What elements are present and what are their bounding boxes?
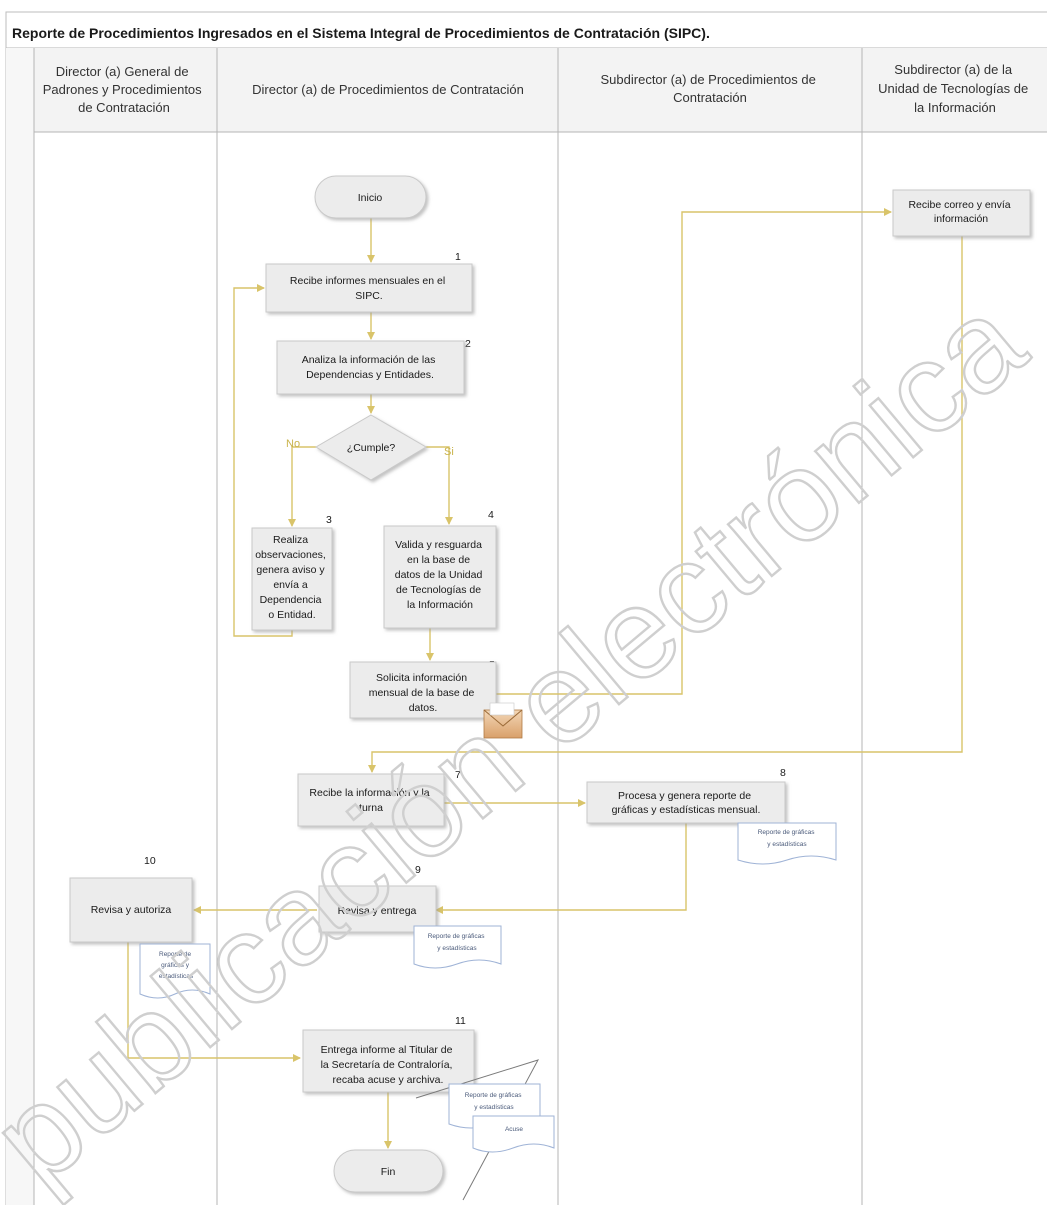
start-terminal-label: Inicio — [358, 192, 383, 204]
lane-header-dg-padrones: Director (a) General de Padrones y Proce… — [43, 64, 206, 115]
step-5-text: Solicita información mensual de la base … — [369, 672, 478, 714]
step-8-text: Procesa y genera reporte de gráficas y e… — [612, 790, 761, 816]
flow-connectors — [127, 208, 963, 1149]
decision-yes-label: Si — [444, 446, 454, 458]
step-2-box — [276, 340, 465, 395]
svg-text:Acuse: Acuse — [505, 1126, 523, 1133]
flow-6-to-7 — [368, 236, 963, 773]
lane-header-director-procedimientos: Director (a) de Procedimientos de Contra… — [252, 82, 524, 97]
svg-text:Reporte de gráficas y es: Reporte de gráficas y estadísticas — [758, 829, 817, 848]
document-acuse: Acuse — [472, 1115, 555, 1153]
step-10-number: 10 — [144, 855, 156, 867]
step-3-box — [251, 527, 333, 631]
step-1-box — [265, 263, 473, 313]
step-7-text: Recibe la información y la turna — [309, 787, 432, 814]
step-3-text: Realiza observaciones, genera aviso y en… — [255, 534, 329, 621]
lane-header-subdirector-procedimientos: Subdirector (a) de Procedimientos de Con… — [601, 72, 820, 105]
step-7-number: 7 — [455, 769, 461, 781]
end-terminal — [333, 1149, 444, 1193]
step-5-box — [349, 661, 497, 719]
end-terminal-label: Fin — [381, 1166, 396, 1178]
step-9-text: Revisa y entrega — [338, 905, 417, 917]
svg-text:Reporte de gráficas y es: Reporte de gráficas y estadísticas — [465, 1092, 524, 1111]
flow-decision-si — [426, 446, 453, 525]
step-2-text: Analiza la información de las Dependenci… — [302, 354, 439, 381]
step-10-box — [69, 877, 193, 943]
step-10-text: Revisa y autoriza — [91, 904, 172, 916]
flow-8-to-9 — [435, 823, 687, 914]
step-1-number: 1 — [455, 251, 461, 263]
step-1-text: Recibe informes mensuales en el SIPC. — [290, 275, 448, 302]
step-7-box — [297, 773, 445, 827]
step-3-number: 3 — [326, 514, 332, 526]
decision-diamond — [315, 414, 427, 481]
flow-5-to-6 — [496, 208, 892, 695]
document-report-step-10: Reporte de gráficas y estadísticas — [139, 943, 211, 999]
step-2-number: 2 — [465, 338, 471, 350]
step-6-text: Recibe correo y envía información — [908, 199, 1013, 225]
step-11-text: Entrega informe al Titular de la Secreta… — [321, 1044, 456, 1086]
document-report-step-9: Reporte de gráficas y estadísticas — [413, 925, 502, 969]
step-4-box — [383, 525, 497, 629]
decision-no-label: No — [286, 438, 300, 450]
step-9-number: 9 — [415, 864, 421, 876]
step-6-box — [892, 189, 1031, 237]
decision-label: ¿Cumple? — [347, 442, 396, 454]
pool-side-band — [6, 48, 34, 1205]
flow-10-to-11 — [127, 942, 301, 1062]
envelope-icon — [483, 702, 523, 739]
flow-decision-no — [288, 446, 316, 527]
svg-text:Reporte de gráficas y es: Reporte de gráficas y estadísticas — [428, 933, 487, 952]
step-11-box — [302, 1029, 475, 1093]
step-8-number: 8 — [780, 767, 786, 779]
step-9-box — [318, 885, 437, 933]
lane-header-subdirector-tecnologias: Subdirector (a) de la Unidad de Tecnolog… — [878, 62, 1032, 115]
step-4-text: Valida y resguarda en la base de datos d… — [395, 539, 486, 611]
diagram-frame — [5, 11, 1047, 1205]
flow-3-back-to-1 — [233, 284, 293, 637]
step-8-box — [586, 781, 786, 824]
diagram-title: Reporte de Procedimientos Ingresados en … — [12, 25, 710, 41]
lane-header-band — [34, 48, 1047, 132]
step-11-number: 11 — [455, 1015, 466, 1027]
svg-text:Reporte de gráficas y: Reporte de gráficas y estadísticas — [159, 951, 194, 980]
start-terminal — [314, 175, 427, 219]
step-4-number: 4 — [488, 509, 494, 521]
document-report-step-8: Reporte de gráficas y estadísticas — [737, 822, 837, 865]
